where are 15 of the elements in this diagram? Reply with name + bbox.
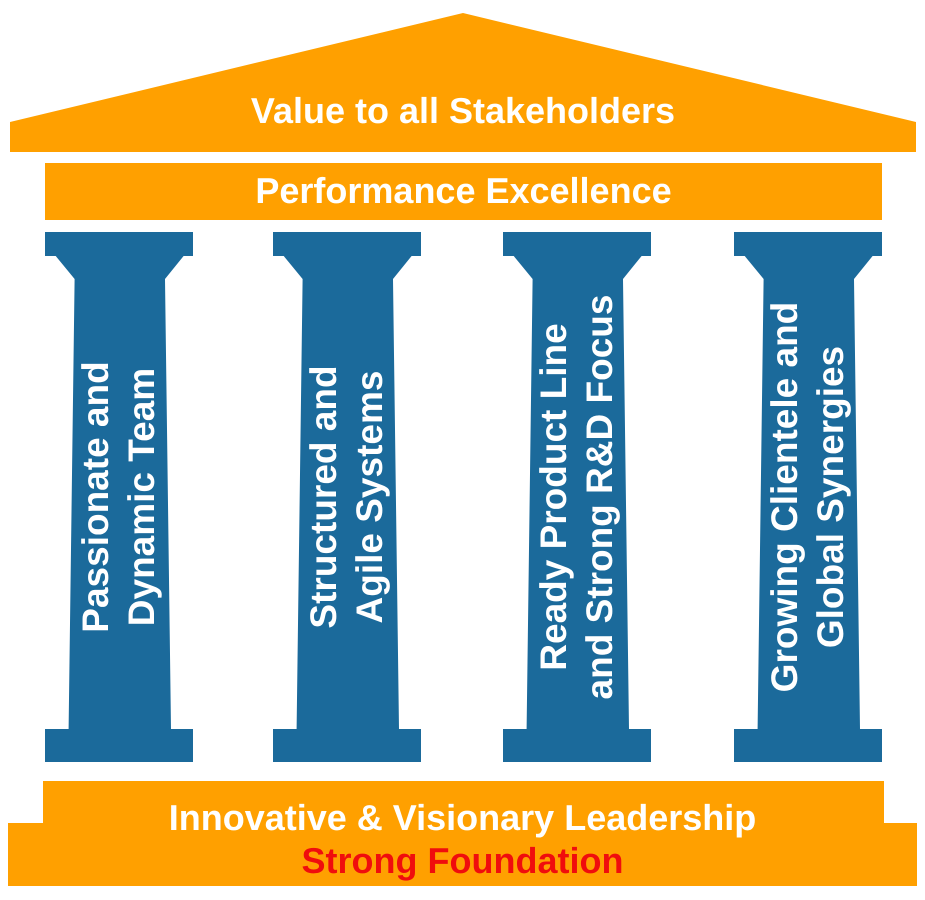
pillar-column	[734, 232, 882, 762]
foundation-tagline: Strong Foundation	[302, 840, 624, 882]
beam-label: Performance Excellence	[255, 170, 672, 212]
pillar-column	[45, 232, 193, 762]
pillar-label: Ready Product Line and Strong R&D Focus	[532, 294, 621, 702]
beam-band	[45, 163, 882, 220]
pillar-label: Passionate and Dynamic Team	[74, 360, 163, 635]
roof-title: Value to all Stakeholders	[250, 90, 676, 132]
pillar-column	[273, 232, 421, 762]
pillar-label: Structured and Agile Systems	[302, 364, 391, 631]
foundation-label: Innovative & Visionary Leadership	[168, 797, 756, 839]
pillar-label: Growing Clientele and Global Synergies	[763, 300, 852, 694]
roof-pediment	[10, 13, 916, 152]
foundation-base	[8, 781, 917, 886]
pillar-column	[503, 232, 651, 762]
